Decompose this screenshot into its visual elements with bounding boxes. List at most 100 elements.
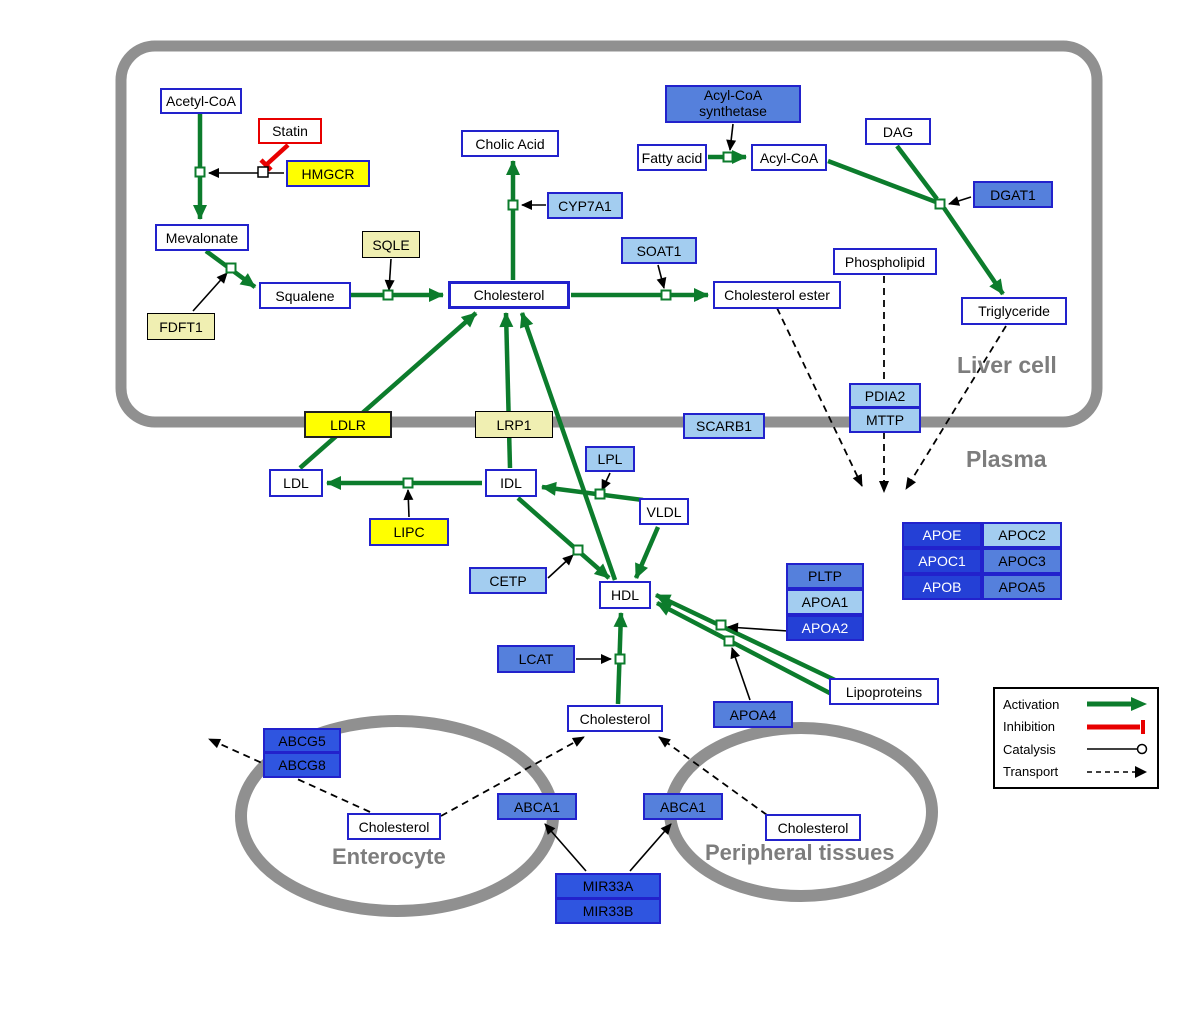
node-apoc3[interactable]: APOC3	[982, 548, 1062, 574]
node-apoc2[interactable]: APOC2	[982, 522, 1062, 548]
node-mir33a[interactable]: MIR33A	[555, 873, 661, 899]
legend-activation-label: Activation	[1003, 696, 1060, 712]
node-cholesterol-peripheral[interactable]: Cholesterol	[765, 814, 861, 841]
peripheral-tissues-label: Peripheral tissues	[705, 840, 895, 865]
node-lcat[interactable]: LCAT	[497, 645, 575, 673]
anchor-fdft1-reaction	[225, 262, 237, 274]
node-lpl[interactable]: LPL	[585, 446, 635, 472]
node-apoe[interactable]: APOE	[902, 522, 982, 548]
enterocyte-label: Enterocyte	[332, 844, 446, 869]
node-apob[interactable]: APOB	[902, 574, 982, 600]
anchor-acylcoa-reaction	[722, 151, 734, 163]
node-abca1-peripheral[interactable]: ABCA1	[643, 793, 723, 820]
node-apoa4[interactable]: APOA4	[713, 701, 793, 728]
node-lipoproteins[interactable]: Lipoproteins	[829, 678, 939, 705]
legend: Activation Inhibition Catalysis Transpor…	[993, 687, 1159, 789]
node-cetp[interactable]: CETP	[469, 567, 547, 594]
node-scarb1[interactable]: SCARB1	[683, 413, 765, 439]
node-mir33b[interactable]: MIR33B	[555, 898, 661, 924]
legend-transport-label: Transport	[1003, 764, 1059, 780]
node-pdia2[interactable]: PDIA2	[849, 383, 921, 408]
node-hmgcr[interactable]: HMGCR	[286, 160, 370, 187]
node-mevalonate[interactable]: Mevalonate	[155, 224, 249, 251]
activation-vldl-idl	[541, 481, 644, 503]
node-ldl[interactable]: LDL	[269, 469, 323, 497]
activation-ldl-ldlr-cholesterol	[298, 311, 478, 470]
activation-hdl-cholesterol	[519, 312, 618, 581]
legend-row-inhibition: Inhibition	[1003, 718, 1149, 736]
node-acyl-coa-synthetase[interactable]: Acyl-CoA synthetase	[665, 85, 801, 123]
node-dag[interactable]: DAG	[865, 118, 931, 145]
node-dgat1[interactable]: DGAT1	[973, 181, 1053, 208]
node-acyl-coa-synthetase-line2: synthetase	[699, 103, 767, 119]
activation-lipoproteins-hdl-upper	[655, 592, 838, 684]
catalysis-apoa-stack	[727, 622, 789, 633]
node-apoa5[interactable]: APOA5	[982, 574, 1062, 600]
inhibition-edges	[259, 143, 290, 172]
node-cholesterol-ester[interactable]: Cholesterol ester	[713, 281, 841, 309]
anchor-apoa-stack-reaction	[715, 619, 727, 631]
node-cholesterol-liver[interactable]: Cholesterol	[448, 281, 570, 309]
anchor-lipc-reaction	[402, 477, 414, 489]
transport-triglyceride-to-plasma	[905, 325, 1007, 490]
legend-inhibition-label: Inhibition	[1003, 719, 1056, 735]
catalysis-lipc	[403, 489, 414, 518]
node-pltp[interactable]: PLTP	[786, 563, 864, 589]
transport-peripheral-cholesterol-to-plasma	[658, 736, 768, 816]
anchor-sqle-reaction	[382, 289, 394, 301]
node-apoc1[interactable]: APOC1	[902, 548, 982, 574]
anchor-lcat-reaction	[614, 653, 626, 665]
activation-dag-junction	[895, 144, 939, 201]
anchor-cyp7a1-reaction	[507, 199, 519, 211]
node-abca1-enterocyte[interactable]: ABCA1	[497, 793, 577, 820]
node-fatty-acid[interactable]: Fatty acid	[637, 144, 707, 171]
catalysis-sqle	[384, 258, 395, 291]
catalysis-edges	[192, 123, 972, 872]
node-mttp[interactable]: MTTP	[849, 407, 921, 433]
node-vldl[interactable]: VLDL	[639, 498, 689, 525]
activation-idl-hdl	[516, 496, 611, 580]
node-lrp1[interactable]: LRP1	[475, 411, 553, 438]
node-acyl-coa[interactable]: Acyl-CoA	[751, 144, 827, 171]
node-cyp7a1[interactable]: CYP7A1	[547, 192, 623, 219]
liver-cell-membrane	[115, 40, 1103, 428]
node-lipc[interactable]: LIPC	[369, 518, 449, 546]
node-phospholipid[interactable]: Phospholipid	[833, 248, 937, 275]
legend-row-transport: Transport	[1003, 763, 1149, 781]
node-fdft1[interactable]: FDFT1	[147, 313, 215, 340]
catalysis-fdft1	[192, 272, 228, 312]
node-squalene[interactable]: Squalene	[259, 282, 351, 309]
node-cholesterol-enterocyte[interactable]: Cholesterol	[347, 813, 441, 840]
transport-dashed-arrow-icon	[1087, 765, 1147, 778]
anchor-statin-inhibition	[257, 166, 269, 178]
catalysis-dgat1	[948, 196, 972, 206]
node-abcg5[interactable]: ABCG5	[263, 728, 341, 753]
activation-junction-triglyceride	[942, 206, 1005, 296]
transport-cholesterol-ester-to-plasma	[776, 307, 863, 487]
legend-row-activation: Activation	[1003, 695, 1149, 713]
inhibition-tbar-icon	[1087, 719, 1145, 734]
catalysis-lpl	[601, 472, 611, 491]
plasma-label: Plasma	[966, 446, 1047, 472]
node-apoa2[interactable]: APOA2	[786, 615, 864, 641]
node-statin[interactable]: Statin	[258, 118, 322, 144]
node-idl[interactable]: IDL	[485, 469, 537, 497]
node-sqle[interactable]: SQLE	[362, 231, 420, 258]
catalysis-soat1	[656, 264, 667, 289]
node-triglyceride[interactable]: Triglyceride	[961, 297, 1067, 325]
node-apoa1[interactable]: APOA1	[786, 589, 864, 615]
catalysis-circle-icon	[1087, 743, 1148, 755]
node-cholesterol-plasma[interactable]: Cholesterol	[567, 705, 663, 732]
anchor-lpl-reaction	[594, 488, 606, 500]
anchor-soat1-reaction	[660, 289, 672, 301]
inhibition-statin-hmgcr-line	[264, 143, 290, 167]
node-abcg8[interactable]: ABCG8	[263, 752, 341, 778]
node-cholic-acid[interactable]: Cholic Acid	[461, 130, 559, 157]
node-ldlr[interactable]: LDLR	[304, 411, 392, 438]
node-acetyl-coa-liver[interactable]: Acetyl-CoA	[160, 88, 242, 114]
activation-lipoproteins-hdl-lower	[655, 601, 847, 703]
node-hdl[interactable]: HDL	[599, 581, 651, 609]
anchor-dgat1-reaction	[934, 198, 946, 210]
node-soat1[interactable]: SOAT1	[621, 237, 697, 264]
